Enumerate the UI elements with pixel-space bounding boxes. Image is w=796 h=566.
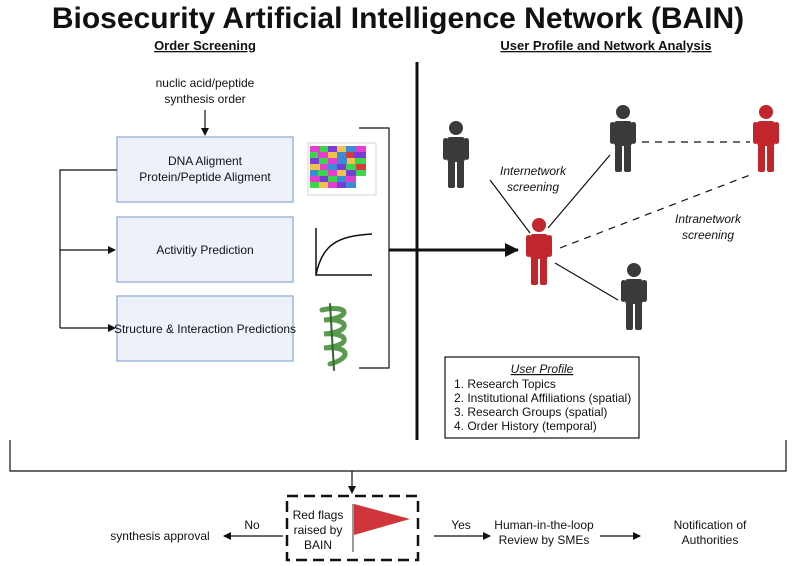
- red-flag-icon: [352, 504, 410, 552]
- activity-curve-icon: [315, 228, 373, 276]
- intranetwork-label-line1: Intranetwork: [675, 212, 742, 226]
- user-profile-box: [444, 356, 640, 439]
- order-screening-heading: Order Screening: [154, 38, 256, 53]
- red-flags-line2: raised by: [294, 523, 343, 537]
- notify-line1: Notification of: [674, 518, 747, 532]
- order-input-line2: synthesis order: [164, 92, 245, 106]
- red-flags-line1: Red flags: [293, 508, 344, 522]
- protein-helix-icon: [319, 303, 348, 371]
- flagged-user-icon-right: [753, 105, 779, 172]
- structure-prediction-box: [116, 295, 294, 362]
- user-profile-item: 2. Institutional Affiliations (spatial): [454, 391, 631, 405]
- user-profile-item: 3. Research Groups (spatial): [454, 405, 607, 419]
- notify-line2: Authorities: [682, 533, 739, 547]
- screening-bracket: [359, 127, 390, 369]
- review-line2: Review by SMEs: [499, 533, 590, 547]
- network-link-2: [547, 154, 611, 229]
- user-profile-item: 4. Order History (temporal): [454, 419, 597, 433]
- user-icon-bottom: [621, 263, 647, 330]
- alignment-box-line2: Protein/Peptide Aligment: [139, 170, 271, 184]
- yes-label: Yes: [451, 518, 471, 532]
- alignment-box-line1: DNA Aligment: [168, 154, 243, 168]
- user-icon-top-middle: [610, 105, 636, 172]
- network-analysis-heading: User Profile and Network Analysis: [500, 38, 711, 53]
- no-label: No: [244, 518, 260, 532]
- left-loop-line: [59, 169, 117, 328]
- user-profile-item: 1. Research Topics: [454, 377, 556, 391]
- structure-prediction-label: Structure & Interaction Predictions: [114, 322, 296, 336]
- sequence-alignment-icon: [307, 142, 377, 196]
- network-link-3: [554, 262, 619, 301]
- activity-prediction-box: [116, 216, 294, 283]
- user-icon-top-left: [443, 121, 469, 188]
- user-profile-title: User Profile: [511, 362, 574, 376]
- synthesis-approval-label: synthesis approval: [110, 529, 209, 543]
- internetwork-label-line2: screening: [507, 180, 559, 194]
- red-flags-line3: BAIN: [304, 538, 332, 552]
- bottom-bracket: [9, 440, 787, 472]
- alignment-box: [116, 136, 294, 203]
- review-line1: Human-in-the-loop: [494, 518, 594, 532]
- network-link-1: [489, 179, 531, 234]
- intranetwork-label-line2: screening: [682, 228, 734, 242]
- internetwork-label-line1: Internetwork: [500, 164, 567, 178]
- intranetwork-link-2: [559, 174, 751, 249]
- activity-prediction-label: Activitiy Prediction: [156, 243, 253, 257]
- page-title: Biosecurity Artificial Intelligence Netw…: [52, 2, 744, 35]
- order-input-line1: nuclic acid/peptide: [156, 76, 255, 90]
